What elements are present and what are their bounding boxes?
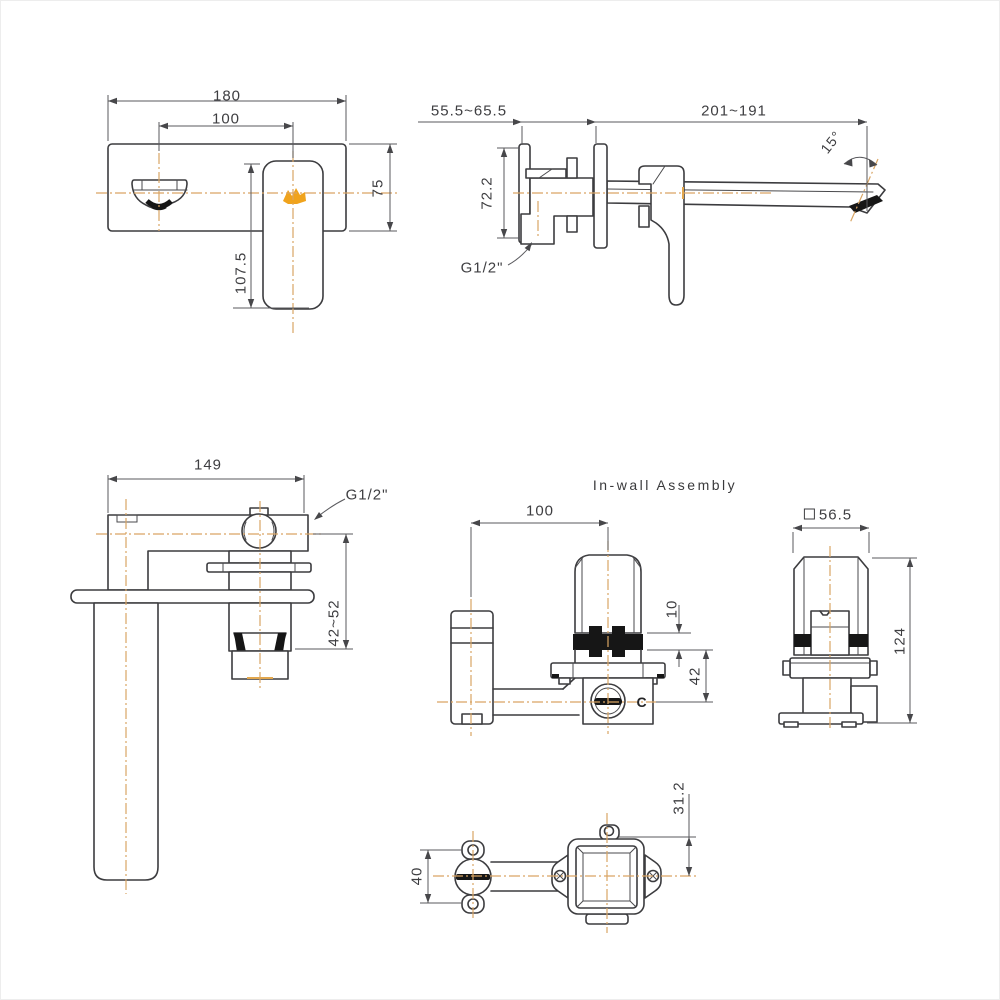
dim-plate-height: 75 [369,178,387,198]
dim-outlet-range: 42~52 [325,599,343,647]
cold-indicator: C [636,694,648,710]
top-view-trim [70,475,353,894]
square-symbol [803,508,815,520]
dim-wall-depth-range: 55.5~65.5 [430,102,508,120]
dim-outlet-depth: 42 [686,666,704,686]
aerator-side [849,195,883,213]
thread-label-side: G1/2" [460,259,504,277]
dim-spout-spacing: 100 [211,110,241,128]
dim-plate-width: 180 [212,87,242,105]
handle-boss [241,513,277,549]
front-view-trim [96,95,399,333]
dim-handle-length: 107.5 [232,251,250,295]
dim-band-depth: 10 [663,599,681,619]
dim-body-height: 72.2 [478,176,496,210]
thread-label-top: G1/2" [345,486,389,504]
flange-disc [593,143,608,249]
side-view-trim [418,118,886,306]
dim-hole-spacing: 40 [408,866,426,886]
inwall-assembly-side [778,524,917,731]
inwall-assembly-title: In-wall Assembly [592,477,738,493]
inwall-assembly-top [420,794,698,933]
dim-total-height: 124 [891,626,909,656]
brand-logo [283,188,306,204]
handle-lever-side [638,165,685,306]
inwall-assembly-front [437,519,713,736]
dim-spout-reach-range: 201~191 [701,102,767,120]
wall-plate-top [70,589,315,604]
dim-square-size: 56.5 [803,508,852,523]
dim-outlet-offset: 31.2 [670,781,688,815]
handle-neck [638,205,650,228]
dim-body-width: 149 [193,456,223,474]
valve-body-side [520,177,594,245]
dim-center-spacing: 100 [525,502,555,520]
top-screw [603,825,615,837]
